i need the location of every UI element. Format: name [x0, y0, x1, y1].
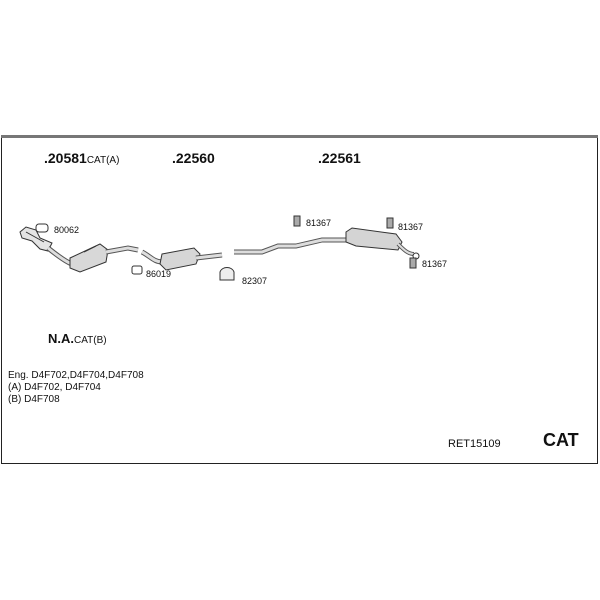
hanger-drawings	[219, 215, 417, 281]
accessory-label-hanger-3: 81367	[422, 259, 448, 269]
reference-number: RET15109	[448, 438, 501, 450]
accessory-label-clamp: 86019	[146, 269, 172, 279]
part-label-22561: .22561	[318, 150, 361, 166]
accessory-label-bracket: 82307	[242, 276, 268, 286]
part-label-20581: .20581CAT(A)	[44, 150, 120, 166]
category-label: CAT	[543, 430, 579, 450]
top-border	[1, 135, 598, 138]
na-label: N.A.CAT(B)	[48, 331, 107, 346]
accessory-label-hanger-2: 81367	[398, 222, 424, 232]
engine-line-all: Eng. D4F702,D4F704,D4F708	[8, 370, 144, 381]
engine-line-b: (B) D4F708	[8, 394, 60, 405]
front-pipe-cat-drawing	[19, 223, 139, 273]
accessory-label-gasket: 80062	[54, 225, 80, 235]
middle-silencer-drawing	[131, 247, 223, 275]
accessory-label-hanger-1: 81367	[306, 218, 332, 228]
part-label-22560: .22560	[172, 150, 215, 166]
engine-codes: Eng. D4F702,D4F704,D4F708 (A) D4F702, D4…	[8, 370, 144, 406]
engine-line-a: (A) D4F702, D4F704	[8, 382, 101, 393]
rear-silencer-drawing	[234, 227, 420, 260]
